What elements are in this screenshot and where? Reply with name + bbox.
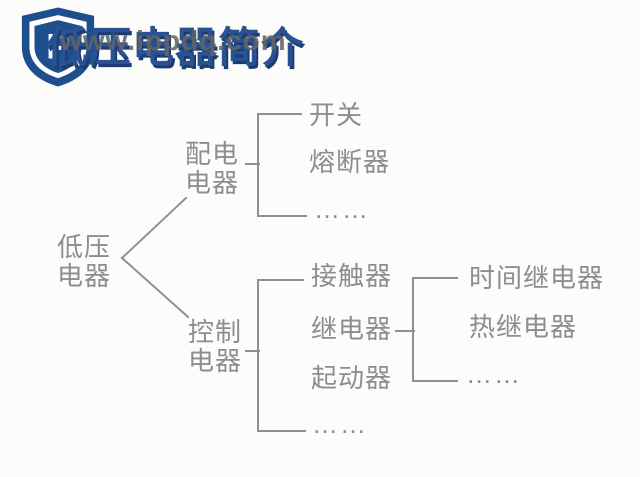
logo-letter: P	[46, 28, 70, 67]
diagonal-to-distribution	[120, 196, 188, 260]
node-fuse: 熔断器	[309, 147, 391, 177]
node-contactor: 接触器	[311, 261, 393, 291]
node-starter: 起动器	[311, 363, 393, 393]
node-ellipsis-distribution: ……	[314, 194, 370, 224]
node-ellipsis-control: ……	[312, 409, 368, 439]
shield-logo: P	[21, 7, 95, 87]
node-relay: 继电器	[311, 314, 393, 344]
node-root-low-voltage-apparatus: 低压电器	[57, 232, 112, 291]
node-time-relay: 时间继电器	[469, 263, 605, 293]
node-ellipsis-relay: ……	[466, 359, 522, 389]
watermark-text: www.ippdq.com	[60, 25, 287, 56]
node-switch: 开关	[309, 100, 364, 130]
node-thermal-relay: 热继电器	[469, 312, 578, 342]
node-control-apparatus: 控制电器	[188, 317, 243, 376]
node-distribution-apparatus: 配电电器	[185, 139, 240, 198]
diagonal-to-control	[120, 256, 190, 319]
page-title: 低压电器简介	[46, 24, 305, 71]
